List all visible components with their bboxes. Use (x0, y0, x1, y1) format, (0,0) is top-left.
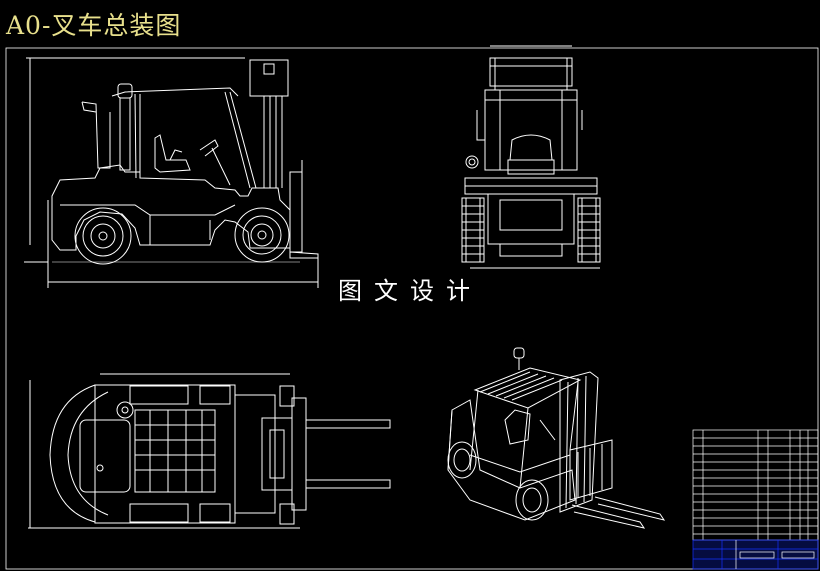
title-block (692, 539, 819, 570)
top-view (28, 373, 391, 529)
side-view (24, 57, 319, 288)
front-view (461, 45, 601, 269)
parts-list-table (692, 429, 819, 541)
drawing-frame (5, 47, 819, 570)
drawing-title: A0-叉车总装图 (6, 11, 182, 40)
isometric-view (447, 347, 666, 529)
